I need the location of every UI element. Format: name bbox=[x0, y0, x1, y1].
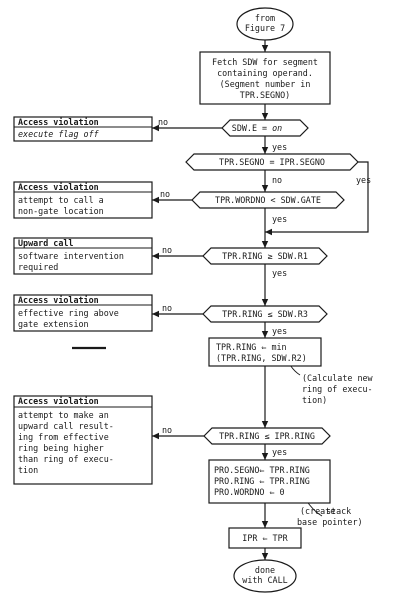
branch-labels: yes no yes yes yes yes yes no no no no n… bbox=[158, 117, 371, 457]
label-no-d5: no bbox=[162, 303, 172, 313]
decision-ring-ipr: TPR.RING ≤ IPR.RING bbox=[203, 427, 331, 445]
start-terminator: from Figure 7 bbox=[236, 7, 294, 41]
decision-wordno-gate: TPR.WORDNO < SDW.GATE bbox=[191, 191, 345, 209]
label-no-d4: no bbox=[162, 245, 172, 255]
calc-line-3: tion) bbox=[302, 395, 327, 405]
stack-line-3: base pointer) bbox=[297, 517, 363, 527]
label-yes-d3: yes bbox=[272, 214, 287, 224]
d6-text: TPR.RING ≤ IPR.RING bbox=[219, 431, 315, 441]
e3-line-1: software intervention bbox=[18, 251, 124, 261]
pro-line-2: PRO.RING ⇐ TPR.RING bbox=[214, 476, 310, 486]
d4-text: TPR.RING ≥ SDW.R1 bbox=[222, 251, 308, 261]
process-ipr-tpr: IPR ⇐ TPR bbox=[228, 527, 302, 549]
fetch-line-1: Fetch SDW for segment bbox=[212, 57, 318, 67]
process-min-ring: TPR.RING ⇐ min (TPR.RING, SDW.R2) bbox=[208, 337, 322, 367]
note-calculate-ring: (Calculate new ring of execu- tion) bbox=[302, 373, 374, 405]
e5-line-1: attempt to make an bbox=[18, 410, 109, 420]
e1-line-1: execute flag off bbox=[18, 129, 100, 139]
error-upward-call-ring: Access violation attempt to make an upwa… bbox=[13, 395, 153, 485]
e4-line-1: effective ring above bbox=[18, 308, 119, 318]
label-yes-d4: yes bbox=[272, 268, 287, 278]
e3-title: Upward call bbox=[18, 238, 73, 248]
e1-title: Access violation bbox=[18, 117, 99, 127]
e4-title: Access violation bbox=[18, 295, 99, 305]
start-line-2: Figure 7 bbox=[245, 23, 285, 33]
label-no-d1: no bbox=[158, 117, 168, 127]
e5-line-5: than ring of execu- bbox=[18, 454, 114, 464]
error-execute-flag: Access violation execute flag off bbox=[13, 116, 153, 142]
min-line-2: (TPR.RING, SDW.R2) bbox=[216, 353, 307, 363]
stack-line-2: stack bbox=[326, 506, 351, 516]
e2-title: Access violation bbox=[18, 182, 99, 192]
decision-ring-r3: TPR.RING ≤ SDW.R3 bbox=[202, 305, 328, 323]
label-yes-d5: yes bbox=[272, 326, 287, 336]
outcome-upward-call: Upward call software intervention requir… bbox=[13, 237, 153, 275]
process-pro-assign: PRO.SEGNO⇐ TPR.RING PRO.RING ⇐ TPR.RING … bbox=[208, 459, 331, 504]
e2-line-1: attempt to call a bbox=[18, 195, 104, 205]
e4-line-2: gate extension bbox=[18, 319, 89, 329]
e5-line-6: tion bbox=[18, 465, 38, 475]
d1-text: SDW.E = on bbox=[232, 123, 282, 133]
decision-sdw-e: SDW.E = on bbox=[221, 119, 309, 137]
label-no-d3: no bbox=[160, 189, 170, 199]
fetch-line-3: (Segment number in bbox=[220, 79, 311, 89]
label-yes-d2: yes bbox=[356, 175, 371, 185]
fetch-line-2: containing operand. bbox=[217, 68, 313, 78]
label-no-d6: no bbox=[162, 425, 172, 435]
label-yes-d6: yes bbox=[272, 447, 287, 457]
e5-line-2: upward call result- bbox=[18, 421, 114, 431]
d5-text: TPR.RING ≤ SDW.R3 bbox=[222, 309, 308, 319]
fetch-line-4: TPR.SEGNO) bbox=[240, 90, 290, 100]
calc-line-1: (Calculate new bbox=[302, 373, 374, 383]
end-line-1: done bbox=[255, 565, 275, 575]
stack-line-1: (create bbox=[300, 506, 335, 516]
min-line-1: TPR.RING ⇐ min bbox=[216, 342, 287, 352]
e5-title: Access violation bbox=[18, 396, 99, 406]
d3-text: TPR.WORDNO < SDW.GATE bbox=[215, 195, 321, 205]
note-stack-base: (create stack base pointer) bbox=[297, 506, 363, 527]
error-non-gate: Access violation attempt to call a non-g… bbox=[13, 181, 153, 219]
pro-line-3: PRO.WORDNO ⇐ 0 bbox=[214, 487, 285, 497]
start-line-1: from bbox=[255, 13, 275, 23]
d2-text: TPR.SEGNO = IPR.SEGNO bbox=[219, 157, 325, 167]
label-yes-d1: yes bbox=[272, 142, 287, 152]
process-fetch-sdw: Fetch SDW for segment containing operand… bbox=[199, 51, 331, 105]
end-line-2: with CALL bbox=[242, 575, 287, 585]
ipr-text: IPR ⇐ TPR bbox=[242, 533, 288, 543]
label-no-d2: no bbox=[272, 175, 282, 185]
end-terminator: done with CALL bbox=[233, 559, 297, 593]
error-gate-extension: Access violation effective ring above ga… bbox=[13, 294, 153, 332]
decision-segno: TPR.SEGNO = IPR.SEGNO bbox=[185, 153, 359, 171]
e5-line-3: ing from effective bbox=[18, 432, 109, 442]
e2-line-2: non-gate location bbox=[18, 206, 104, 216]
decision-ring-r1: TPR.RING ≥ SDW.R1 bbox=[202, 247, 328, 265]
e5-line-4: ring being higher bbox=[18, 443, 104, 453]
calc-line-2: ring of execu- bbox=[302, 384, 373, 394]
arrow-d2-yes-bypass bbox=[265, 161, 369, 236]
e3-line-2: required bbox=[18, 262, 58, 272]
pro-line-1: PRO.SEGNO⇐ TPR.RING bbox=[214, 465, 310, 475]
